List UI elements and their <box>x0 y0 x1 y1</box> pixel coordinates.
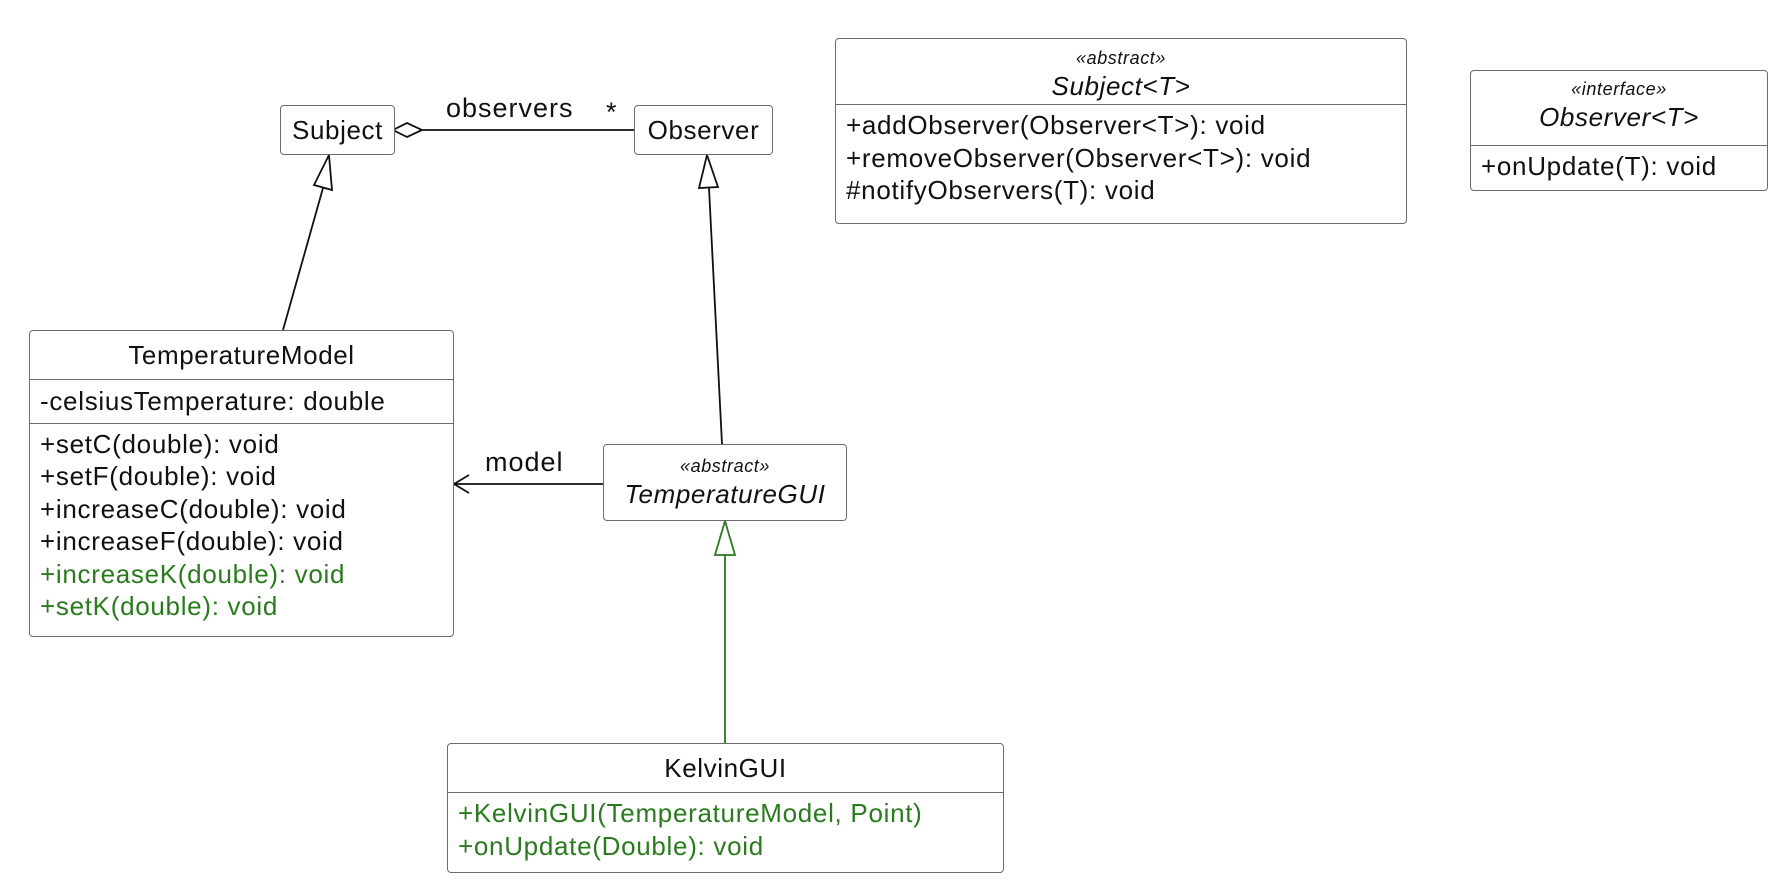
temperature-model-divider <box>30 379 453 380</box>
temperature-model-fields: -celsiusTemperature: double <box>30 380 453 423</box>
model-generalization-arrowhead <box>312 151 334 192</box>
added-method: +KelvinGUI(TemperatureModel, Point) <box>458 798 923 828</box>
observer-generic-name: Observer<T> <box>1539 102 1699 132</box>
subject-generic-methods: +addObserver(Observer<T>): void +removeO… <box>836 105 1406 211</box>
kelvin-gui-name: KelvinGUI <box>664 753 787 783</box>
method: +removeObserver(Observer<T>): void <box>846 142 1312 173</box>
method: +setF(double): void <box>40 461 277 491</box>
temperature-gui-stereotype: «abstract» <box>679 456 771 476</box>
subject-generic-name: Subject<T> <box>1051 71 1191 101</box>
interface-observer-generic: «interface» Observer<T> +onUpdate(T): vo… <box>1470 70 1768 191</box>
temperature-model-divider <box>30 422 453 424</box>
method: +onUpdate(T): void <box>1481 151 1717 181</box>
model-role-label: model <box>485 447 564 477</box>
model-generalization-line <box>282 187 324 331</box>
class-subject: Subject <box>280 105 395 155</box>
class-subject-generic: «abstract» Subject<T> +addObserver(Obser… <box>835 38 1407 224</box>
method: #notifyObservers(T): void <box>846 175 1156 205</box>
observer-generic-methods: +onUpdate(T): void <box>1471 146 1767 187</box>
field: -celsiusTemperature: double <box>40 386 386 416</box>
kelvin-gui-divider <box>448 792 1003 793</box>
method: +setC(double): void <box>40 428 280 459</box>
class-temperature-gui: «abstract» TemperatureGUI <box>603 444 847 521</box>
added-method: +increaseK(double): void <box>40 558 346 589</box>
method: +increaseF(double): void <box>40 526 344 556</box>
temperature-model-name: TemperatureModel <box>128 340 355 370</box>
aggregation-diamond <box>390 122 425 138</box>
subject-generic-divider <box>836 104 1406 105</box>
subject-generic-stereotype: «abstract» <box>1075 48 1167 68</box>
method: +addObserver(Observer<T>): void <box>846 110 1266 140</box>
model-association-arrowhead <box>452 474 470 494</box>
added-method: +setK(double): void <box>40 591 279 621</box>
class-subject-name: Subject <box>292 115 383 145</box>
kelvin-generalization-arrowhead <box>713 517 737 556</box>
gui-generalization-line <box>708 187 723 445</box>
observer-generic-stereotype: «interface» <box>1571 79 1667 99</box>
class-kelvin-gui: KelvinGUI +KelvinGUI(TemperatureModel, P… <box>447 743 1004 873</box>
class-observer-name: Observer <box>647 115 760 145</box>
temperature-gui-name: TemperatureGUI <box>624 479 826 509</box>
class-observer: Observer <box>634 105 773 155</box>
method: +increaseC(double): void <box>40 493 347 524</box>
temperature-model-methods: +setC(double): void +setF(double): void … <box>30 424 453 627</box>
gui-generalization-arrowhead <box>697 151 720 189</box>
observers-role-label: observers <box>446 93 574 123</box>
observers-multiplicity-label: * <box>606 97 618 127</box>
observer-generic-divider <box>1471 145 1767 146</box>
class-temperature-model: TemperatureModel -celsiusTemperature: do… <box>29 330 454 637</box>
added-method: +onUpdate(Double): void <box>458 830 764 861</box>
kelvin-gui-methods: +KelvinGUI(TemperatureModel, Point) +onU… <box>448 793 1003 866</box>
